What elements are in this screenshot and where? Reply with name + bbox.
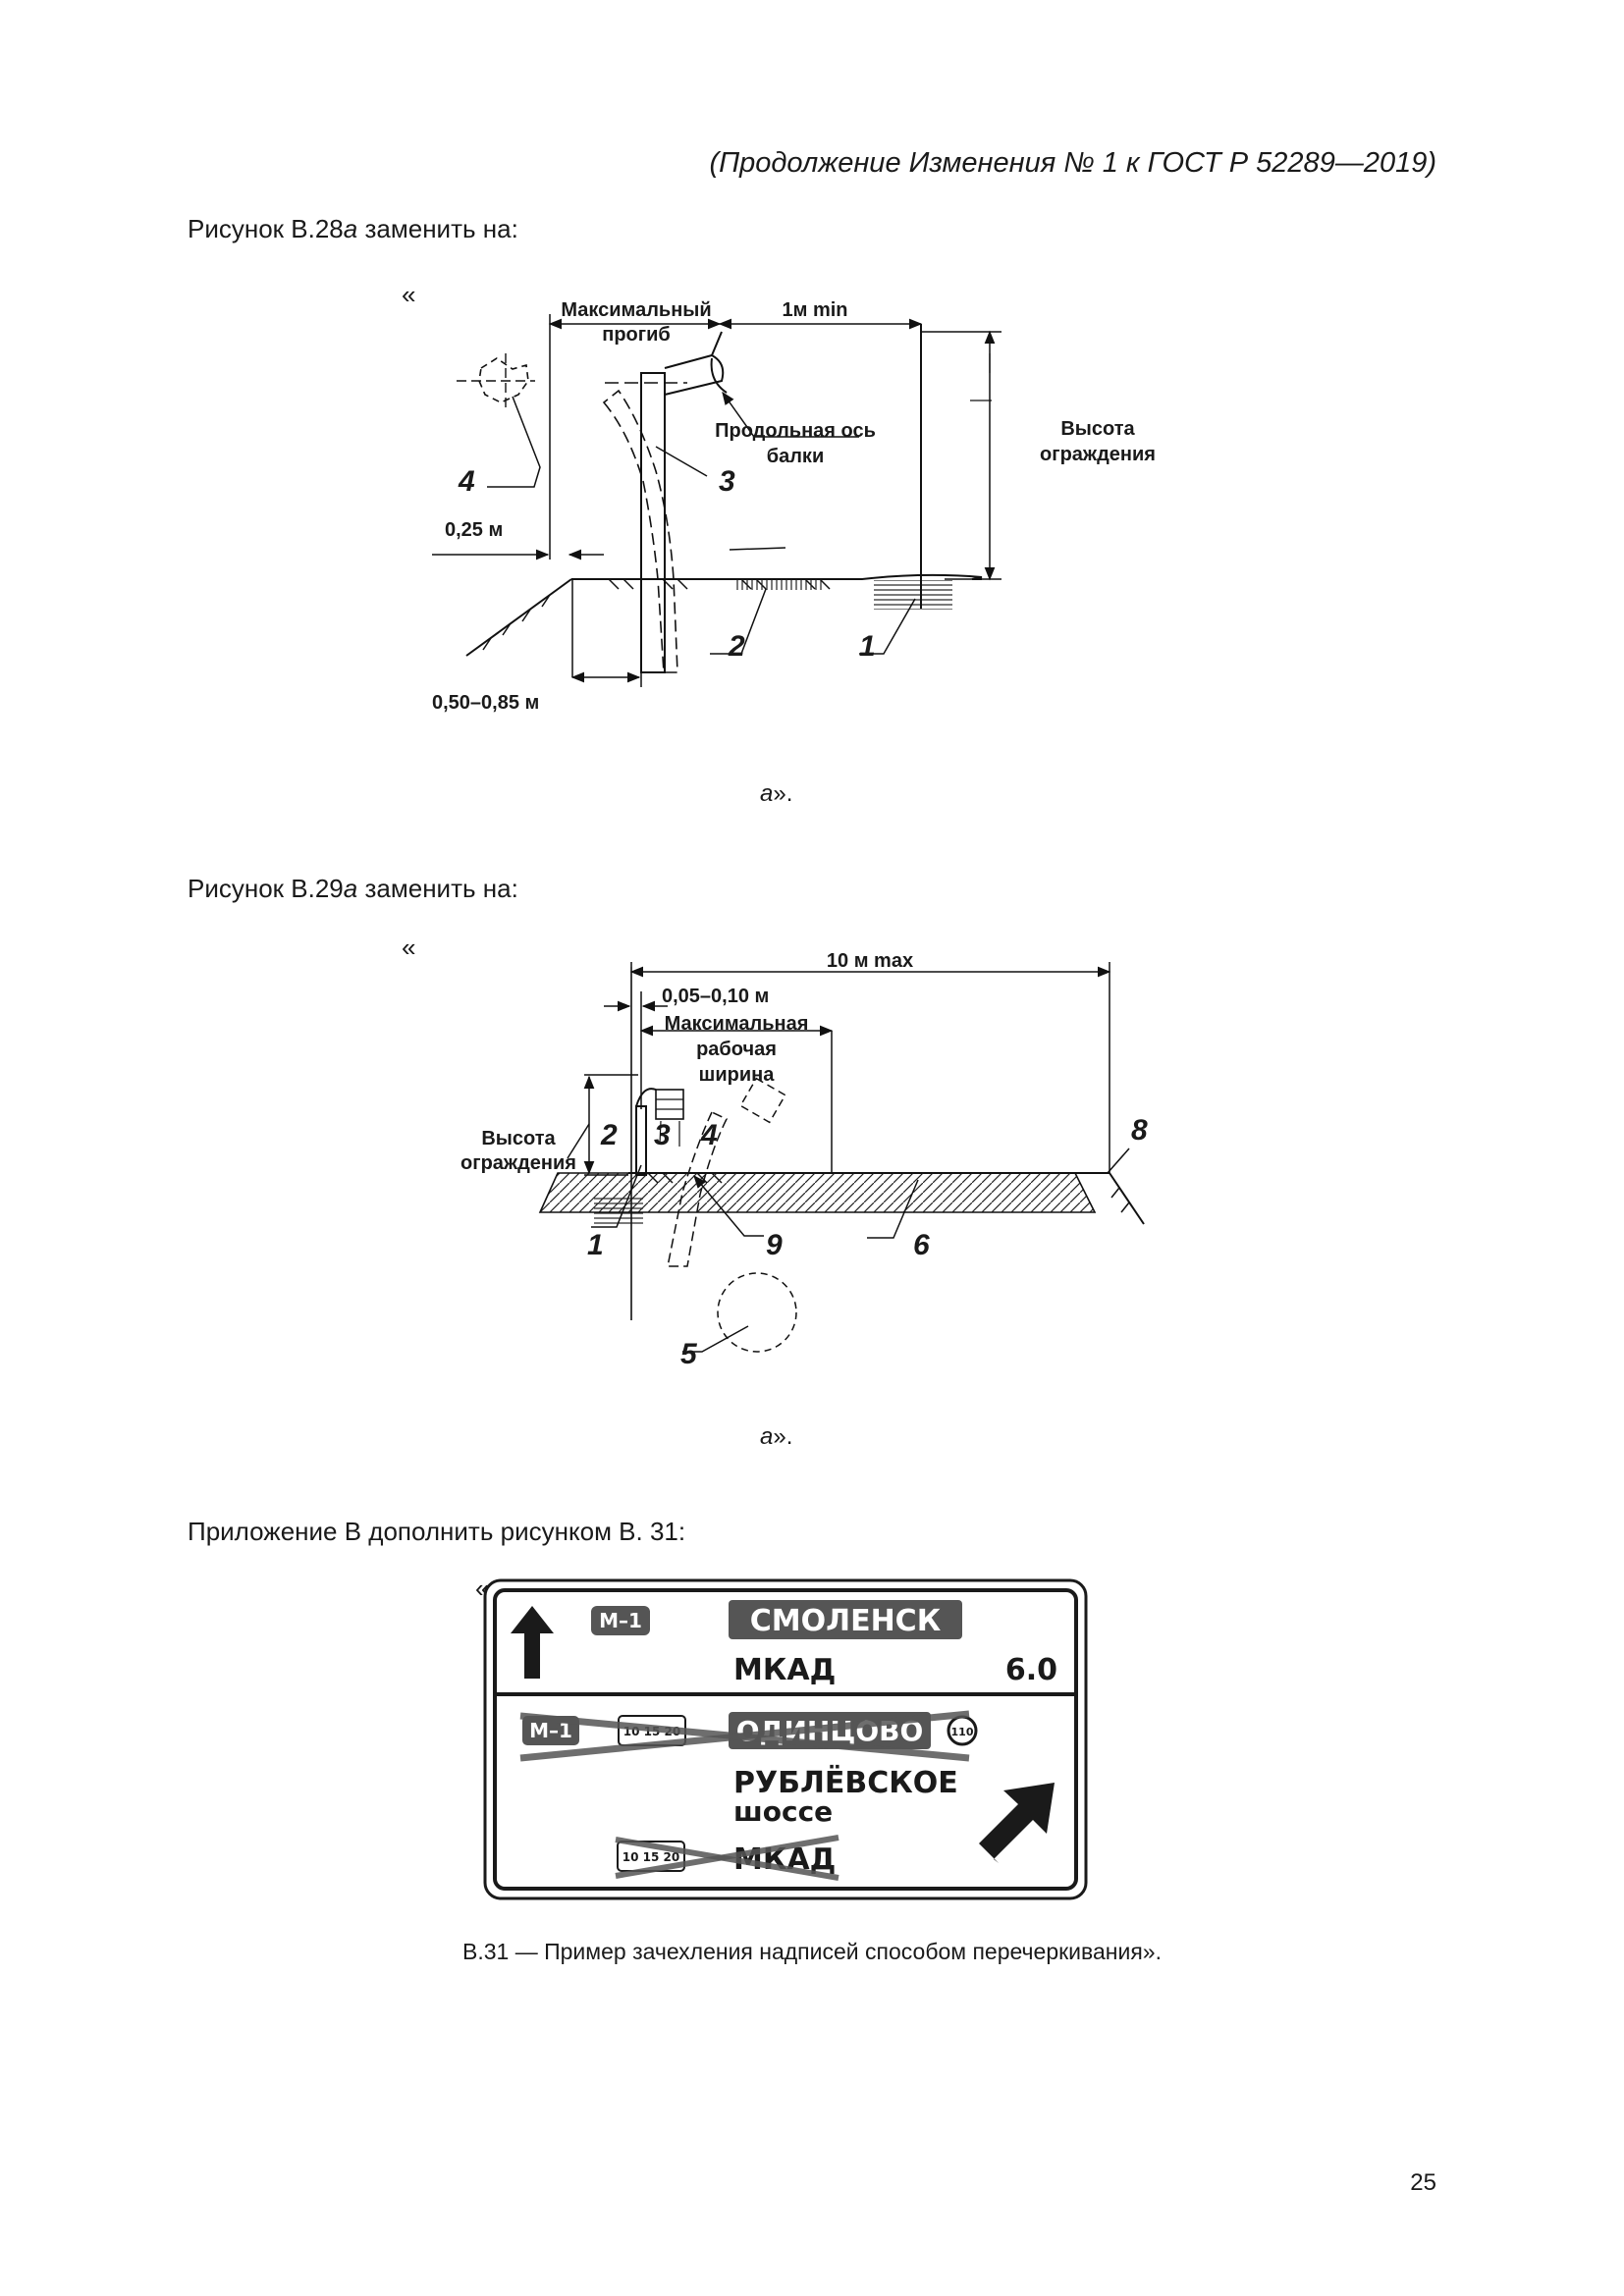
figure-end-italic: а	[760, 1423, 774, 1450]
marker-2: 2	[600, 1119, 618, 1151]
marker-3: 3	[719, 465, 735, 498]
figure-b28a: Максимальный прогиб 1м min Продольная ос…	[432, 299, 1156, 714]
section-text-end: заменить на:	[357, 874, 518, 903]
label-working-width-1: Максимальная	[665, 1013, 809, 1035]
label-working-width-3: ширина	[699, 1064, 776, 1086]
marker-8: 8	[1131, 1114, 1148, 1147]
label-dim-005-010: 0,05–0,10 м	[662, 986, 769, 1007]
figure-caption: В.31 — Пример зачехления надписей способ…	[462, 1939, 1162, 1964]
marker-1: 1	[587, 1229, 604, 1261]
route-label: М–1	[599, 1609, 642, 1632]
open-quote: «	[402, 933, 416, 962]
section-text-italic: а	[343, 874, 358, 903]
label-max-deflection-2: прогиб	[602, 324, 671, 346]
label-max-deflection-1: Максимальный	[561, 299, 711, 321]
marker-1: 1	[859, 630, 876, 663]
marker-9: 9	[766, 1229, 783, 1261]
road-label: МКАД	[733, 1653, 836, 1687]
open-quote: «	[402, 280, 416, 309]
label-beam-axis-2: балки	[767, 446, 825, 467]
arrow-up-icon	[511, 1606, 554, 1679]
speed-label: 110	[951, 1726, 974, 1738]
label-barrier-height-1: Высота	[1060, 418, 1135, 440]
figure-end-b28: а».	[760, 780, 792, 808]
city-badge	[729, 1600, 962, 1639]
label-dim-050-085: 0,50–0,85 м	[432, 692, 539, 714]
marker-6: 6	[913, 1229, 930, 1261]
marker-4: 4	[700, 1119, 718, 1151]
section-text-start: Рисунок В.29	[188, 874, 344, 903]
section-text-italic: а	[343, 214, 358, 243]
road-sign-b31: М–1 СМОЛЕНСК МКАД 6.0 М–1 10 15 20 ОДИНЦ…	[483, 1578, 1088, 1900]
marker-5: 5	[680, 1338, 698, 1370]
label-barrier-height-2: ограждения	[1040, 444, 1156, 465]
section-text-start: Рисунок В.28	[188, 214, 344, 243]
road-label-bottom-2: шоссе	[733, 1795, 833, 1828]
figure-end-rest: ».	[773, 780, 793, 807]
label-10m-max: 10 м max	[827, 950, 913, 972]
marker-2: 2	[728, 630, 745, 663]
label-barrier-height-2: ограждения	[460, 1152, 576, 1174]
figure-b29a: 10 м max 0,05–0,10 м Максимальная рабоча…	[460, 950, 1148, 1370]
marker-3: 3	[654, 1119, 671, 1151]
label-dim-025: 0,25 м	[445, 519, 503, 541]
section-text-end: заменить на:	[357, 214, 518, 243]
road-label-bottom: РУБЛЁВСКОЕ	[733, 1765, 958, 1800]
city-label: СМОЛЕНСК	[750, 1604, 942, 1638]
figure-end-b29: а».	[760, 1423, 792, 1451]
figure-end-italic: а	[760, 780, 774, 807]
label-beam-axis-1: Продольная ось	[715, 420, 876, 442]
page-number: 25	[1410, 2169, 1436, 2196]
label-1m-min: 1м min	[782, 299, 847, 321]
distance-label: 6.0	[1005, 1653, 1057, 1687]
marker-4: 4	[458, 465, 475, 498]
label-barrier-height-1: Высота	[481, 1128, 556, 1149]
label-working-width-2: рабочая	[696, 1039, 777, 1060]
document-header: (Продолжение Изменения № 1 к ГОСТ Р 5228…	[709, 147, 1436, 179]
figure-end-rest: ».	[773, 1423, 793, 1450]
section-text-appendix: Приложение В дополнить рисунком В. 31:	[188, 1517, 686, 1546]
section-text-fig28: Рисунок В.28а заменить на:	[188, 214, 518, 244]
limits-label-2: 10 15 20	[623, 1850, 679, 1864]
arrow-diagonal-icon	[979, 1783, 1055, 1863]
route-badge-m1	[591, 1606, 650, 1635]
section-text-fig29: Рисунок В.29а заменить на:	[188, 874, 518, 904]
